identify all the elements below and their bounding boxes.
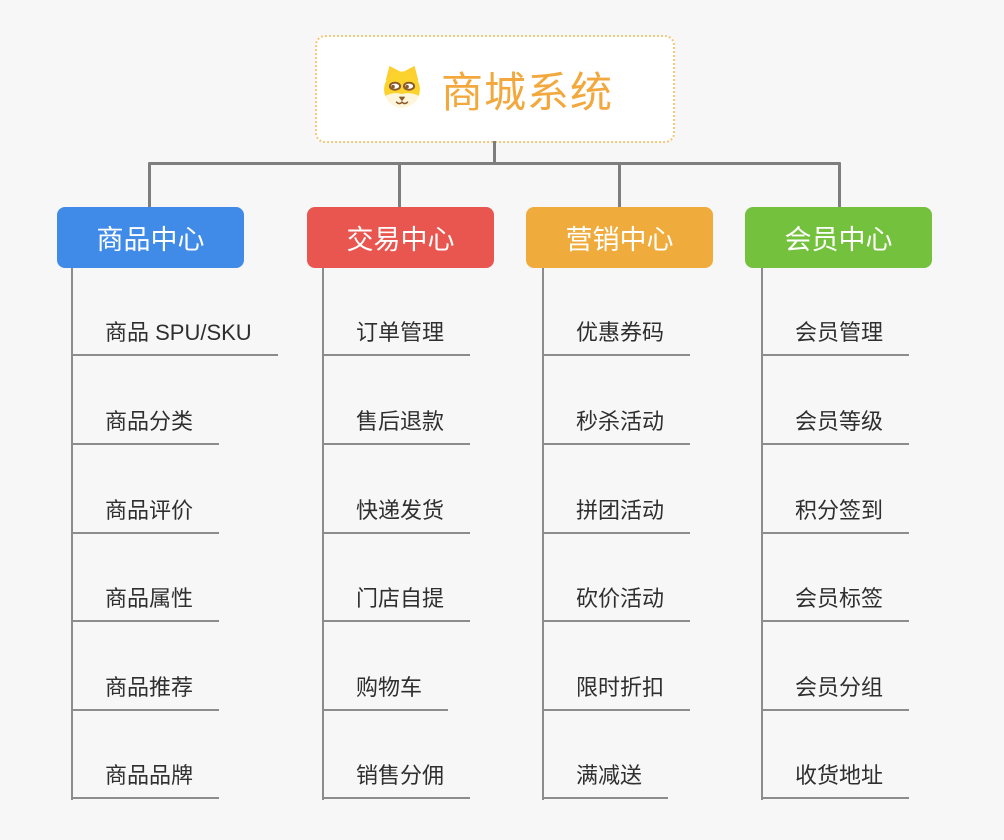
branch-spine	[71, 268, 73, 800]
branch-node-product-center[interactable]: 商品中心	[57, 207, 244, 268]
mindmap-leaf[interactable]: 会员分组	[761, 676, 910, 711]
mindmap-leaf[interactable]: 门店自提	[322, 587, 471, 622]
mindmap-leaf[interactable]: 积分签到	[761, 499, 910, 534]
mindmap-leaf[interactable]: 收货地址	[761, 764, 910, 799]
dog-face-icon	[377, 62, 427, 117]
mindmap-leaf[interactable]: 会员标签	[761, 587, 910, 622]
mindmap-leaf[interactable]: 商品推荐	[71, 676, 220, 711]
root-stem-connector	[493, 141, 496, 164]
branch-spine	[761, 268, 763, 800]
mindmap-leaf[interactable]: 拼团活动	[542, 499, 691, 534]
mindmap-leaf[interactable]: 秒杀活动	[542, 410, 691, 445]
branch-node-member-center[interactable]: 会员中心	[745, 207, 932, 268]
mindmap-leaf[interactable]: 满减送	[542, 764, 669, 799]
mindmap-leaf[interactable]: 售后退款	[322, 410, 471, 445]
branch-spine	[542, 268, 544, 800]
mindmap-leaf[interactable]: 商品品牌	[71, 764, 220, 799]
mindmap-leaf[interactable]: 购物车	[322, 676, 449, 711]
branch-node-trade-center[interactable]: 交易中心	[307, 207, 494, 268]
branch-spine	[322, 268, 324, 800]
mindmap-leaf[interactable]: 限时折扣	[542, 676, 691, 711]
root-title: 商城系统	[440, 68, 613, 116]
mindmap-leaf[interactable]: 商品分类	[71, 410, 220, 445]
branch-drop-connector	[398, 162, 401, 208]
mindmap-leaf[interactable]: 快递发货	[322, 499, 471, 534]
root-node[interactable]: 商城系统	[315, 35, 675, 143]
mindmap-leaf[interactable]: 订单管理	[322, 321, 471, 356]
branch-bus-connector	[148, 162, 841, 165]
branch-drop-connector	[838, 162, 841, 208]
mindmap-leaf[interactable]: 商品评价	[71, 499, 220, 534]
mindmap-leaf[interactable]: 优惠券码	[542, 321, 691, 356]
branch-drop-connector	[148, 162, 151, 208]
mindmap-leaf[interactable]: 商品 SPU/SKU	[71, 321, 278, 356]
mindmap-leaf[interactable]: 砍价活动	[542, 587, 691, 622]
mindmap-leaf[interactable]: 会员等级	[761, 410, 910, 445]
branch-node-marketing-center[interactable]: 营销中心	[526, 207, 713, 268]
mindmap-leaf[interactable]: 销售分佣	[322, 764, 471, 799]
mindmap-leaf[interactable]: 会员管理	[761, 321, 910, 356]
branch-drop-connector	[618, 162, 621, 208]
mindmap-leaf[interactable]: 商品属性	[71, 587, 220, 622]
